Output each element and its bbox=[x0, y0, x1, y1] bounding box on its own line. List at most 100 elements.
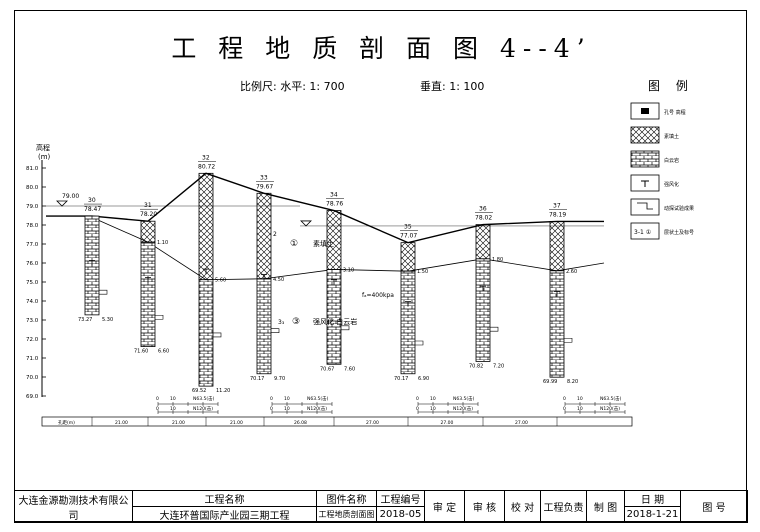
project-name-label: 工程名称 bbox=[132, 490, 317, 507]
bottom-elevation: 73.27 bbox=[78, 317, 92, 323]
penetration-test-icon bbox=[630, 198, 660, 216]
fill-layer bbox=[475, 224, 491, 260]
fill-depth-label: 3.10 bbox=[343, 267, 354, 273]
spt-n120-label: N120(击) bbox=[453, 405, 473, 412]
legend-label: 强风化 bbox=[664, 181, 679, 188]
spacing-value: 21.00 bbox=[115, 420, 128, 426]
legend-item: 素填土 bbox=[630, 126, 679, 144]
layer-prefix-3: 3₃ bbox=[278, 319, 285, 326]
weathered-symbol-icon bbox=[405, 301, 411, 307]
axis-tick-label: 79.0 bbox=[26, 204, 39, 210]
spt-zero: 0 bbox=[270, 406, 273, 412]
axis-tick-label: 71.0 bbox=[26, 356, 39, 362]
penetration-test-icon bbox=[271, 328, 280, 333]
legend-label: 白云岩 bbox=[664, 157, 679, 164]
borehole-id: 35 bbox=[404, 224, 412, 231]
borehole-mark bbox=[641, 108, 649, 114]
borehole-elevation: 78.20 bbox=[140, 211, 157, 218]
spt-n120-label: N120(击) bbox=[600, 405, 620, 412]
axis-tick-label: 80.0 bbox=[26, 185, 39, 191]
manager-label: 工程负责 bbox=[540, 490, 587, 523]
bottom-elevation: 71.60 bbox=[134, 349, 148, 355]
rock-layer bbox=[198, 279, 214, 387]
penetration-test-icon bbox=[213, 332, 222, 338]
borehole-id: 33 bbox=[260, 174, 268, 181]
bearing-capacity: fₐ=400kpa bbox=[362, 292, 394, 299]
fill-layer bbox=[400, 242, 416, 272]
fill-depth-label: 4.50 bbox=[273, 277, 284, 283]
fill-depth-label: 1.80 bbox=[492, 257, 503, 263]
fill-layer bbox=[549, 220, 565, 272]
project-no: 2018-05 bbox=[376, 506, 425, 523]
date-label: 日 期 bbox=[624, 490, 681, 507]
legend-item: 强风化 bbox=[630, 174, 679, 192]
borehole-id: 32 bbox=[202, 154, 210, 161]
penetration-test-icon bbox=[415, 340, 424, 346]
fill-depth-label: 5.60 bbox=[215, 278, 226, 284]
bottom-depth: 5.30 bbox=[102, 317, 113, 323]
ground-profile: 79.00 bbox=[46, 172, 605, 281]
spt-n120-label: N120(击) bbox=[193, 405, 213, 412]
spt-n635-label: N63.5(击) bbox=[307, 395, 329, 402]
axis-tick-label: 74.0 bbox=[26, 299, 39, 305]
company-name: 大连金源勘测技术有限公司 bbox=[14, 490, 133, 523]
spt-n635-label: N63.5(击) bbox=[453, 395, 475, 402]
spt-ten: 10 bbox=[577, 406, 583, 412]
weathered-symbol-icon bbox=[331, 279, 337, 285]
drawing-name-label: 图件名称 bbox=[316, 490, 377, 507]
legend-label: 孔号 高程 bbox=[664, 109, 686, 116]
rock-layer bbox=[400, 270, 416, 375]
drawing-frame: 工 程 地 质 剖 面 图 4--4’ 比例尺: 水平: 1: 700 垂直: … bbox=[14, 10, 747, 522]
borehole-elevation: 78.19 bbox=[549, 211, 566, 218]
legend-item: 孔号 高程 bbox=[630, 102, 686, 120]
bottom-depth: 7.20 bbox=[493, 363, 504, 369]
axis-tick-label: 76.0 bbox=[26, 261, 39, 267]
legend-label: 素填土 bbox=[664, 133, 679, 140]
spt-n635-label: N63.5(击) bbox=[600, 395, 622, 402]
bottom-depth: 8.20 bbox=[567, 379, 578, 385]
penetration-test-icon bbox=[341, 325, 350, 331]
spacing-value: 27.00 bbox=[441, 420, 454, 426]
layer-number-icon bbox=[630, 222, 660, 240]
scale-horizontal: 比例尺: 水平: 1: 700 bbox=[240, 80, 345, 93]
rock-layer bbox=[326, 269, 342, 365]
axis-label-unit: (m) bbox=[38, 153, 51, 161]
borehole-id: 34 bbox=[330, 192, 338, 199]
review-label: 审 定 bbox=[424, 490, 465, 523]
scale-vertical: 垂直: 1: 100 bbox=[420, 80, 485, 93]
rock-layer bbox=[549, 270, 565, 378]
axis-tick-label: 69.0 bbox=[26, 394, 39, 400]
axis-tick-label: 72.0 bbox=[26, 337, 39, 343]
fill-hatch-icon bbox=[630, 126, 660, 144]
axis-tick-label: 73.0 bbox=[26, 318, 39, 324]
penetration-test-icon bbox=[155, 314, 164, 320]
rock-layer bbox=[140, 241, 156, 348]
spacing-value: 27.00 bbox=[366, 420, 379, 426]
spt-zero: 0 bbox=[416, 406, 419, 412]
weathered-symbol-icon bbox=[145, 277, 151, 283]
legend-label: 层状土及标号 bbox=[664, 229, 694, 236]
spt-ten: 10 bbox=[284, 406, 290, 412]
title-block: 大连金源勘测技术有限公司 工程名称 图件名称 工程编号 审 定 审 核 校 对 … bbox=[14, 490, 748, 523]
drafter-label: 制 图 bbox=[586, 490, 625, 523]
drawing-title: 工 程 地 质 剖 面 图 4--4’ bbox=[171, 34, 592, 63]
spt-zero: 0 bbox=[416, 396, 419, 402]
spacing-value: 21.00 bbox=[230, 420, 243, 426]
fill-depth-label: 2.60 bbox=[566, 269, 577, 275]
spt-n120-label: N120(击) bbox=[307, 405, 327, 412]
date-value: 2018-1-21 bbox=[624, 506, 681, 523]
axis-label-top: 高程 bbox=[36, 143, 50, 152]
borehole-elevation: 78.02 bbox=[475, 215, 492, 222]
